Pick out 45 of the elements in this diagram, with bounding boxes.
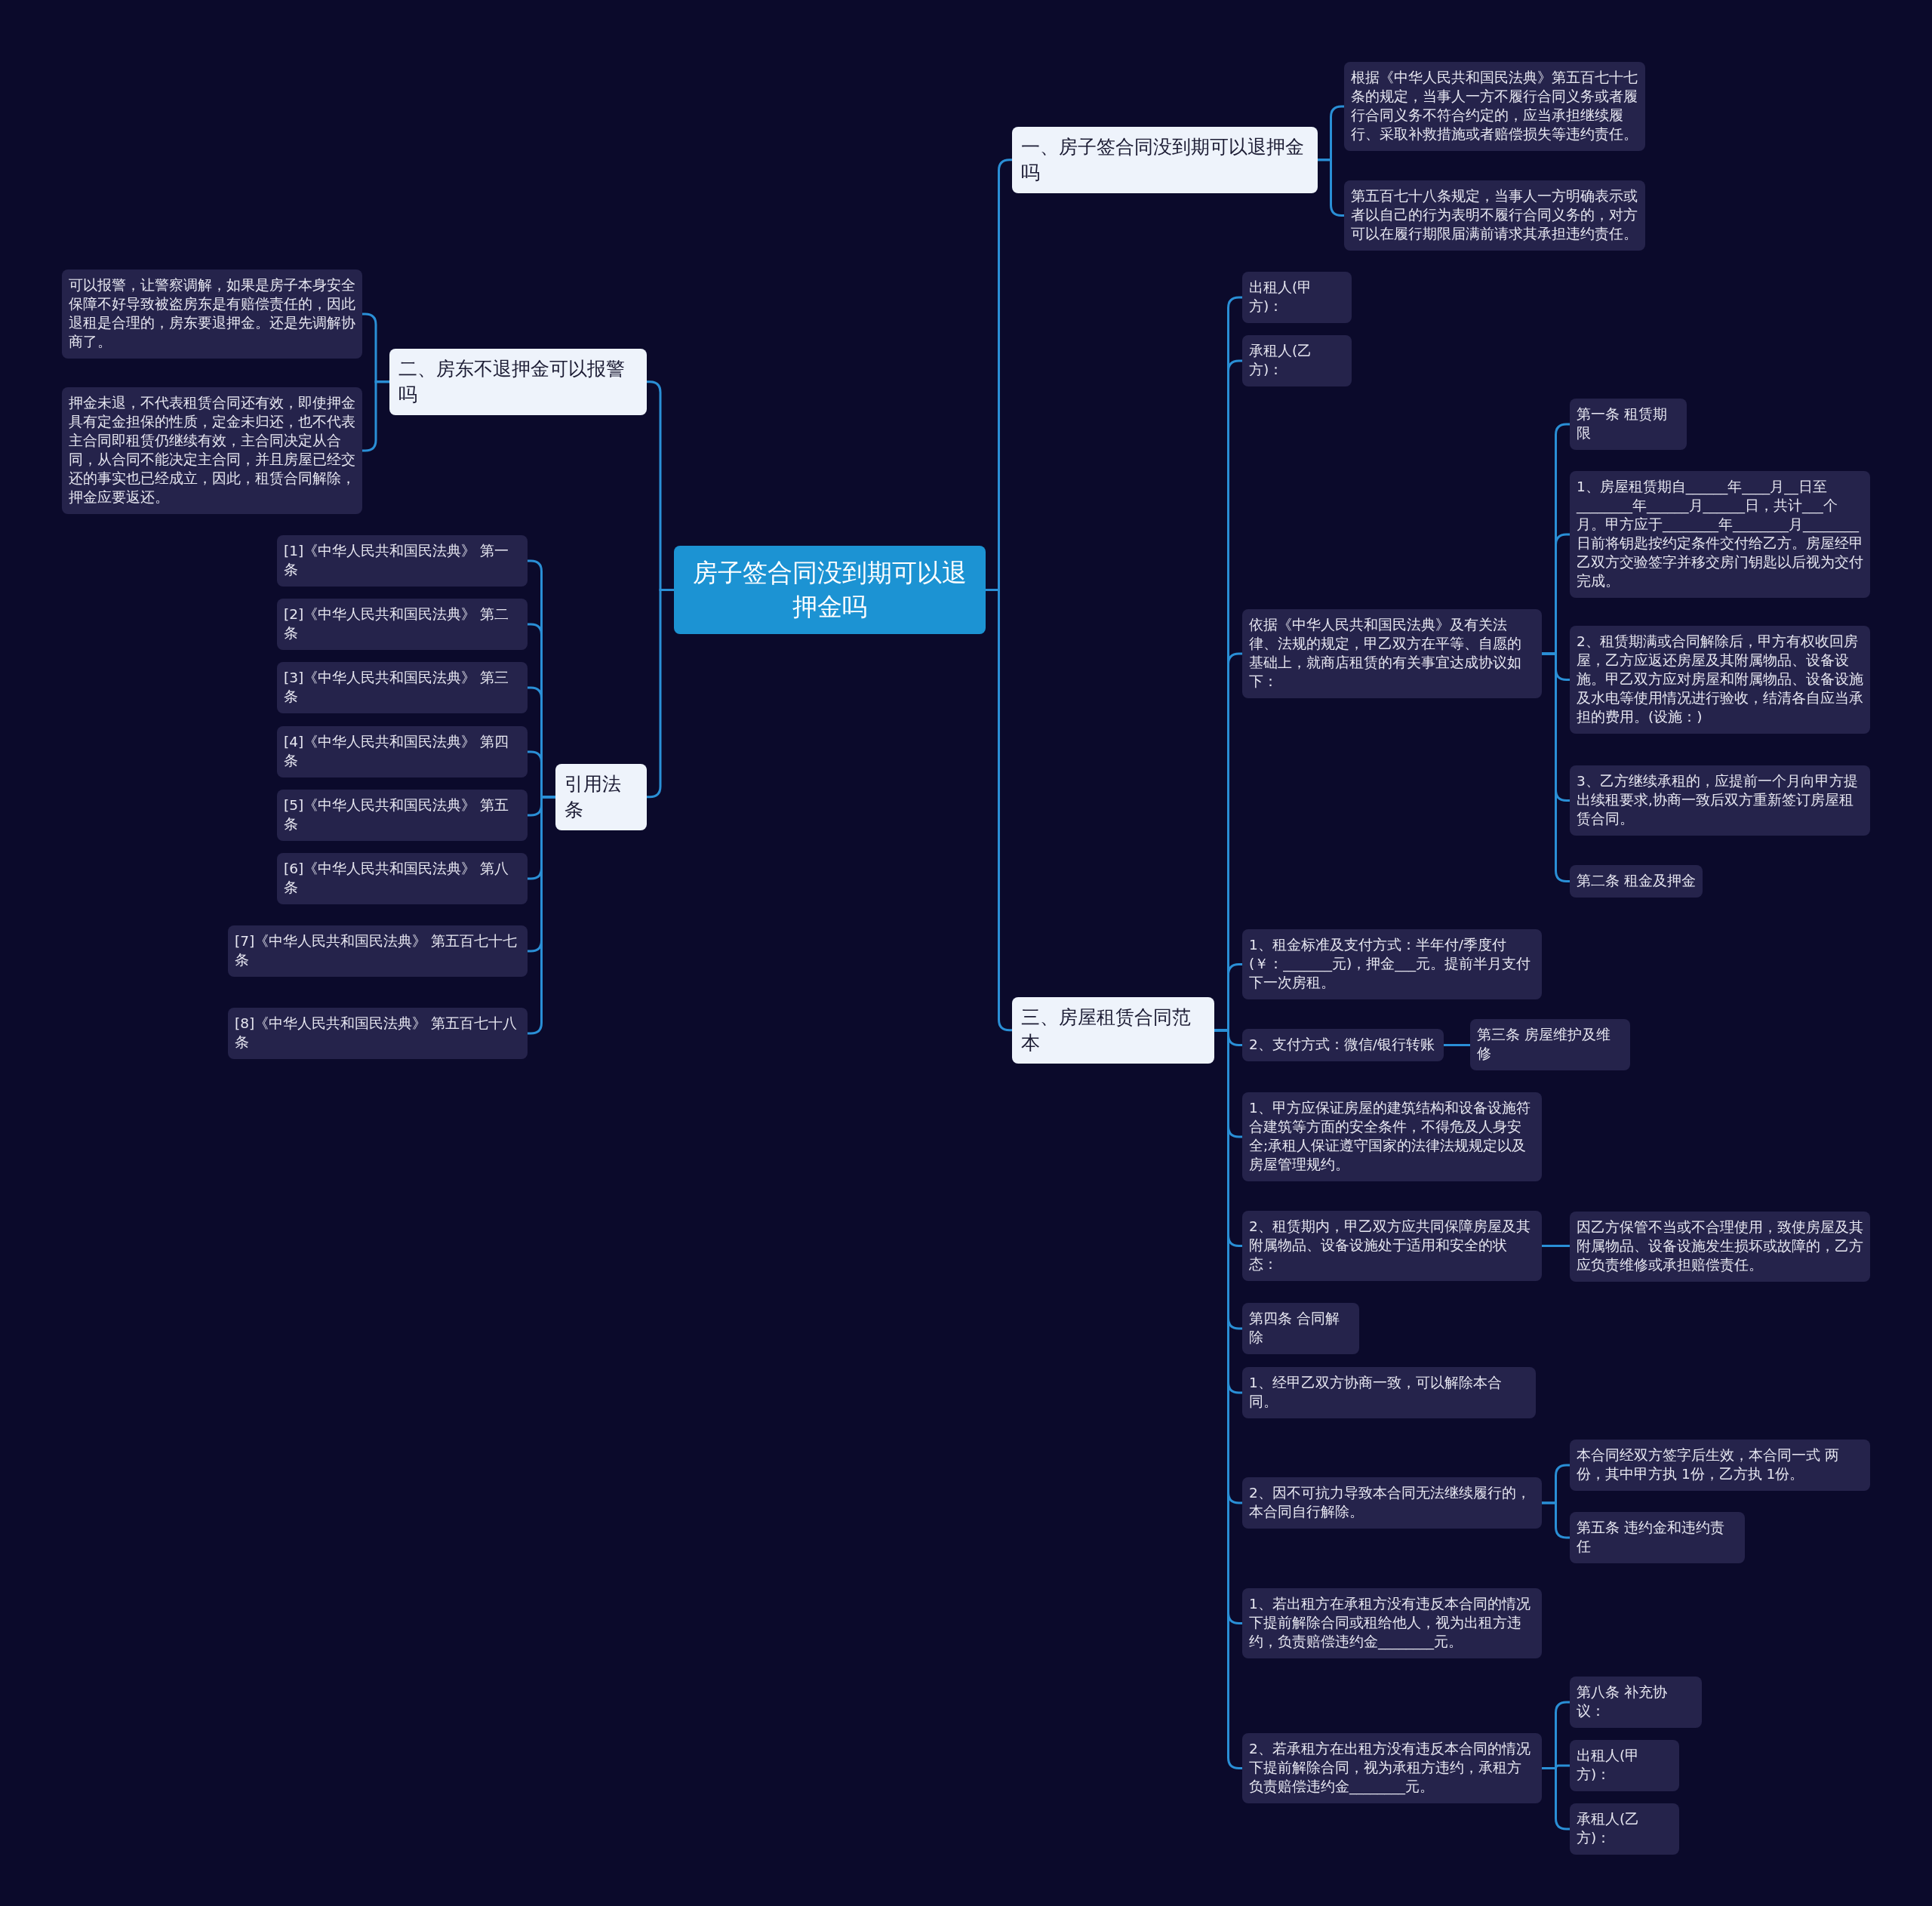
subtopic-box: 第一条 租赁期限 [1570, 399, 1687, 450]
subtopic-box: 依据《中华人民共和国民法典》及有关法律、法规的规定，甲乙双方在平等、自愿的基础上，就商店租赁的有关事宜达成协议如下： [1242, 609, 1542, 698]
subtopic-box: 第五百七十八条规定，当事人一方明确表示或者以自己的行为表明不履行合同义务的，对方可以在履行期限届满前请求其承担违约责任。 [1344, 180, 1645, 251]
subtopic-box: [1]《中华人民共和国民法典》 第一条 [277, 535, 528, 587]
subtopic-box: 2、若承租方在出租方没有违反本合同的情况下提前解除合同，视为承租方违约，承租方负责赔偿违约金________元。 [1242, 1733, 1542, 1803]
subtopic-box: 本合同经双方签字后生效，本合同一式 两份，其中甲方执 1份，乙方执 1份。 [1570, 1440, 1870, 1491]
connector-line [1542, 1244, 1570, 1247]
connector-line [1542, 1501, 1570, 1539]
subtopic-box: 2、支付方式：微信/银行转账 [1242, 1029, 1444, 1061]
subtopic-box: 第二条 租金及押金 [1570, 865, 1703, 898]
subtopic-box: 2、租赁期满或合同解除后，甲方有权收回房屋，乙方应返还房屋及其附属物品、设备设施。甲乙双方应对房屋和附属物品、设备设施及水电等使用情况进行验收，结清各自应当承担的费用。(设施：) [1570, 626, 1870, 734]
subtopic-box: [3]《中华人民共和国民法典》 第三条 [277, 662, 528, 713]
subtopic-box: 承租人(乙方)： [1570, 1803, 1679, 1855]
subtopic-box: 3、乙方继续承租的，应提前一个月向甲方提出续租要求,协商一致后双方重新签订房屋租赁合同。 [1570, 765, 1870, 836]
topic-box: 引用法条 [555, 764, 647, 830]
subtopic-box: 因乙方保管不当或不合理使用，致使房屋及其附属物品、设备设施发生损坏或故障的，乙方应负责维修或承担赔偿责任。 [1570, 1212, 1870, 1282]
topic-box: 三、房屋租赁合同范本 [1012, 997, 1214, 1064]
topic-box: 一、房子签合同没到期可以退押金吗 [1012, 127, 1318, 193]
subtopic-box: 1、租金标准及支付方式：半年付/季度付(￥：_______元)，押金___元。提前半月支付下一次房租。 [1242, 929, 1542, 999]
subtopic-box: [6]《中华人民共和国民法典》 第八条 [277, 853, 528, 904]
subtopic-box: 根据《中华人民共和国民法典》第五百七十七条的规定，当事人一方不履行合同义务或者履行合同义务不符合约定的，应当承担继续履行、采取补救措施或者赔偿损失等违约责任。 [1344, 62, 1645, 151]
subtopic-box: 1、房屋租赁期自______年____月__日至________年______月______日，共计___个月。甲方应于________年________月________日前将钥匙按约定条件交付给乙方。房屋经甲乙双方交验签字并移交房门钥匙以后视为交付完成。 [1570, 471, 1870, 598]
subtopic-box: 1、经甲乙双方协商一致，可以解除本合同。 [1242, 1367, 1536, 1418]
subtopic-box: [7]《中华人民共和国民法典》 第五百七十七条 [228, 925, 528, 977]
subtopic-box: 1、甲方应保证房屋的建筑结构和设备设施符合建筑等方面的安全条件，不得危及人身安全;承租人保证遵守国家的法律法规规定以及房屋管理规约。 [1242, 1092, 1542, 1181]
subtopic-box: 承租人(乙方)： [1242, 335, 1352, 386]
subtopic-box: 2、租赁期内，甲乙双方应共同保障房屋及其附属物品、设备设施处于适用和安全的状态： [1242, 1211, 1542, 1281]
subtopic-box: [8]《中华人民共和国民法典》 第五百七十八条 [228, 1008, 528, 1059]
subtopic-box: 第三条 房屋维护及维修 [1470, 1019, 1630, 1070]
subtopic-box: 出租人(甲方)： [1242, 272, 1352, 323]
connector-line [528, 796, 555, 1035]
subtopic-box: 第八条 补充协议： [1570, 1677, 1702, 1728]
central-topic-box: 房子签合同没到期可以退押金吗 [674, 546, 986, 635]
subtopic-box: 1、若出租方在承租方没有违反本合同的情况下提前解除合同或租给他人，视为出租方违约，负责赔偿违约金________元。 [1242, 1588, 1542, 1658]
topic-box: 二、房东不退押金可以报警吗 [389, 349, 647, 415]
subtopic-box: 2、因不可抗力导致本合同无法继续履行的，本合同自行解除。 [1242, 1477, 1542, 1529]
subtopic-box: 押金未退，不代表租赁合同还有效，即使押金具有定金担保的性质，定金未归还，也不代表主合同即租赁仍继续有效，主合同决定从合同，从合同不能决定主合同，并且房屋已经交还的事实也已经成立，因此，租赁合同解除，押金应要返还。 [62, 387, 362, 514]
subtopic-box: [2]《中华人民共和国民法典》 第二条 [277, 599, 528, 650]
subtopic-box: 第五条 违约金和违约责任 [1570, 1512, 1745, 1563]
subtopic-box: 出租人(甲方)： [1570, 1740, 1679, 1791]
connector-line [1444, 1044, 1470, 1046]
subtopic-box: 可以报警，让警察调解，如果是房子本身安全保障不好导致被盗房东是有赔偿责任的，因此退租是合理的，房东要退押金。还是先调解协商了。 [62, 269, 362, 359]
subtopic-box: [4]《中华人民共和国民法典》 第四条 [277, 726, 528, 777]
subtopic-box: [5]《中华人民共和国民法典》 第五条 [277, 790, 528, 841]
subtopic-box: 第四条 合同解除 [1242, 1303, 1359, 1354]
